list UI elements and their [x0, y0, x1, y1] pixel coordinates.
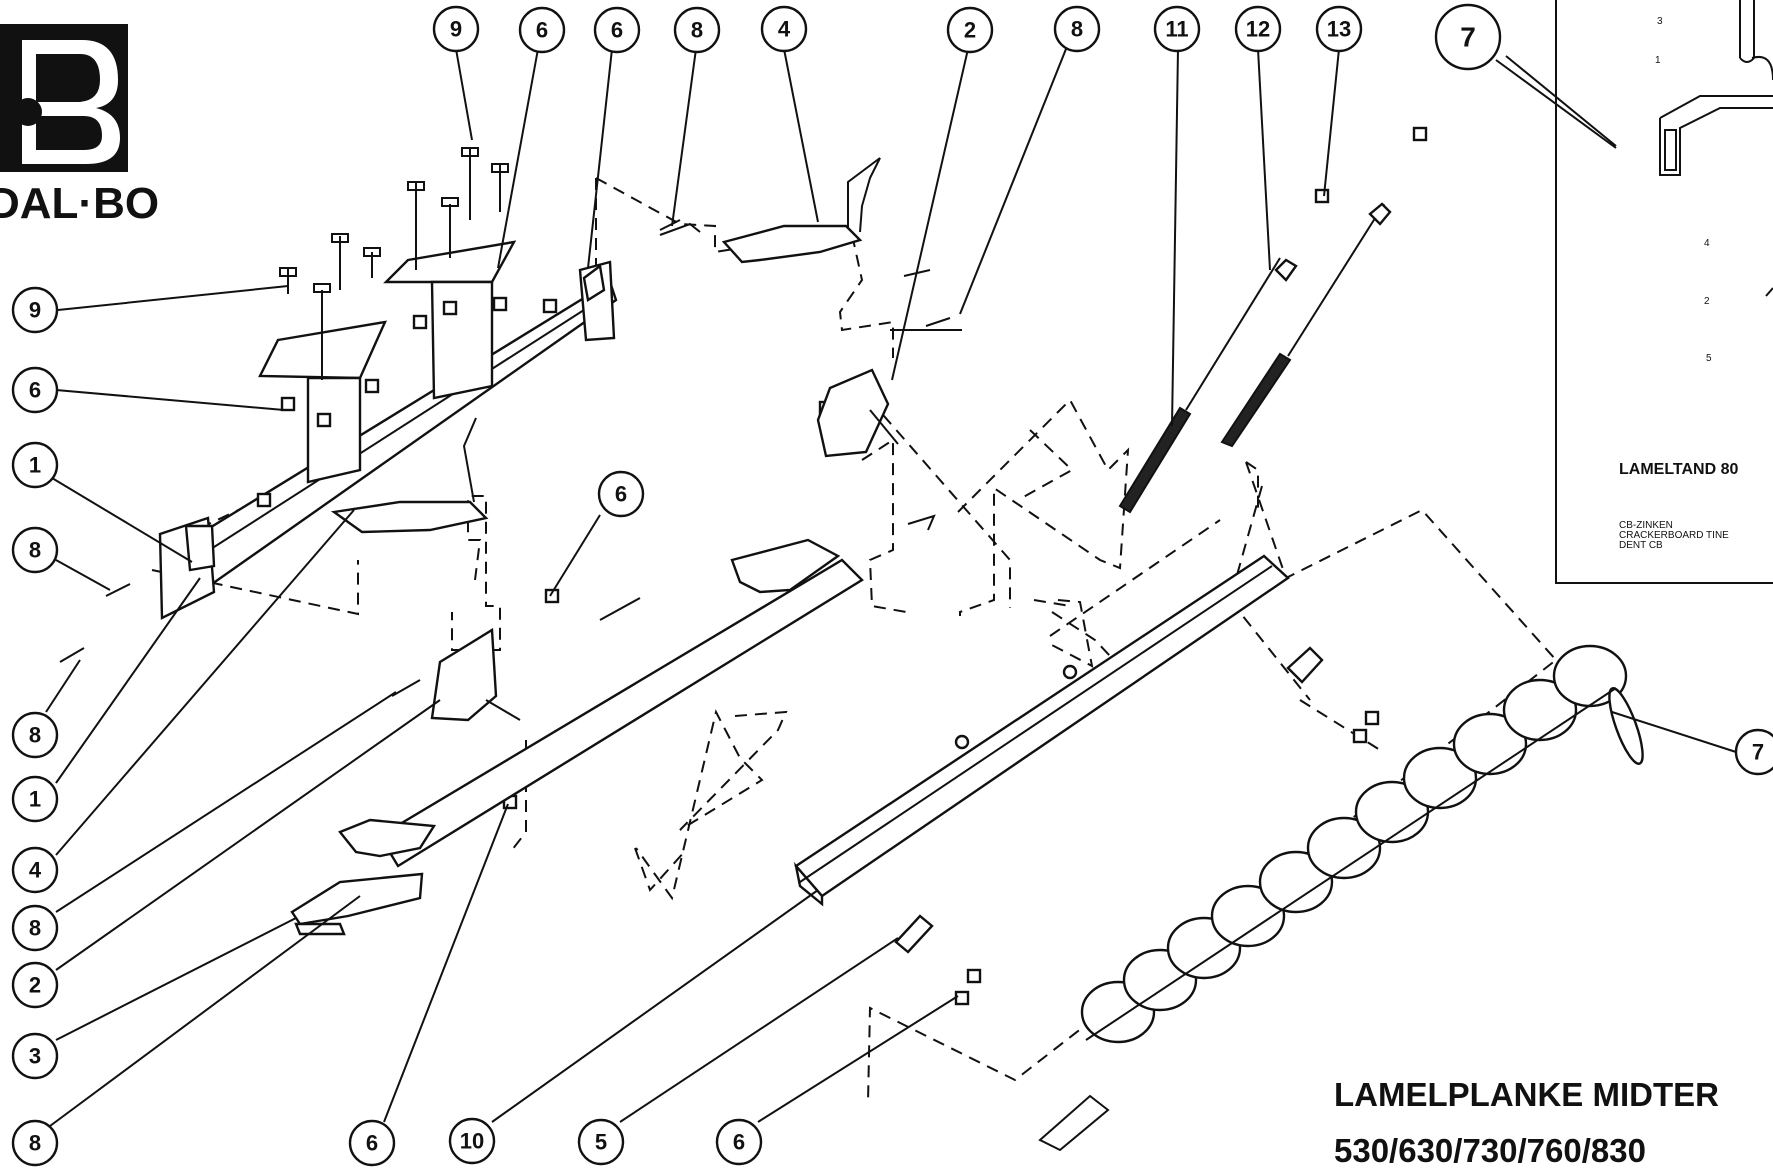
- svg-text:1: 1: [29, 453, 41, 478]
- part-balloon: 2: [946, 6, 994, 54]
- part-balloon: 10: [448, 1117, 496, 1165]
- svg-text:12: 12: [1246, 17, 1270, 42]
- svg-text:1: 1: [29, 787, 41, 812]
- part-balloon: 6: [597, 470, 645, 518]
- beam-end-plates: [894, 646, 1324, 954]
- center-square-beam: [793, 554, 1290, 907]
- svg-text:4: 4: [778, 17, 791, 42]
- svg-text:6: 6: [29, 378, 41, 403]
- svg-text:11: 11: [1165, 17, 1188, 42]
- inset-number: 1: [1655, 55, 1661, 66]
- svg-text:6: 6: [733, 1130, 745, 1155]
- part-balloon: 9: [432, 5, 480, 53]
- model-numbers: 530/630/730/760/830: [1334, 1132, 1646, 1168]
- svg-text:8: 8: [29, 916, 41, 941]
- part-balloon: 6: [593, 6, 641, 54]
- part-balloon: 8: [11, 711, 59, 759]
- part-balloon: 6: [518, 6, 566, 54]
- part-balloon: 12: [1234, 5, 1282, 53]
- part-balloon: 7: [1734, 728, 1773, 776]
- upper-frame-beam: [188, 280, 618, 586]
- mounting-plates: [258, 240, 517, 484]
- part-balloon: 2: [11, 961, 59, 1009]
- lameltand-inset: 3 1 4 2 5 LAMELTAND 80 CB-ZINKEN CRACKER…: [1555, 0, 1773, 584]
- svg-text:6: 6: [536, 18, 548, 43]
- part-balloon: 8: [673, 6, 721, 54]
- svg-text:5: 5: [595, 1130, 607, 1155]
- svg-text:10: 10: [460, 1129, 484, 1154]
- part-balloon: 4: [760, 5, 808, 53]
- svg-text:7: 7: [1460, 22, 1476, 53]
- svg-text:7: 7: [1752, 740, 1764, 765]
- right-top-bracket: [578, 260, 616, 342]
- part-balloon: 8: [11, 526, 59, 574]
- svg-text:2: 2: [29, 973, 41, 998]
- svg-text:2: 2: [964, 18, 976, 43]
- svg-text:6: 6: [366, 1131, 378, 1156]
- part-balloon: 1: [11, 775, 59, 823]
- part-balloon: 8: [11, 904, 59, 952]
- svg-text:9: 9: [450, 17, 462, 42]
- logo-text: DAL·BO: [0, 179, 159, 228]
- part-balloon: 5: [577, 1118, 625, 1166]
- svg-text:8: 8: [1071, 17, 1083, 42]
- mid-brackets: [430, 368, 899, 722]
- svg-text:6: 6: [611, 18, 623, 43]
- part-balloon: 4: [11, 846, 59, 894]
- inset-caption-line: DENT CB: [1619, 540, 1663, 551]
- part-balloon: 9: [11, 286, 59, 334]
- springs: [1118, 202, 1392, 514]
- part-balloon: 6: [348, 1119, 396, 1167]
- lower-long-beam: [338, 538, 864, 868]
- part-balloon: 13: [1315, 5, 1363, 53]
- inset-title: LAMELTAND 80: [1619, 461, 1739, 478]
- inset-caption-line: CRACKERBOARD TINE: [1619, 530, 1729, 541]
- diagram-title: LAMELPLANKE MIDTER: [1334, 1076, 1719, 1113]
- svg-text:8: 8: [29, 538, 41, 563]
- part-balloon: 1: [11, 441, 59, 489]
- svg-text:4: 4: [29, 858, 42, 883]
- inset-caption-line: CB-ZINKEN: [1619, 520, 1673, 531]
- dalbo-logo: DAL·BO: [0, 24, 159, 228]
- roller-assembly: [1038, 644, 1644, 1152]
- part-balloon: 3: [11, 1032, 59, 1080]
- svg-text:3: 3: [29, 1044, 41, 1069]
- svg-text:8: 8: [29, 723, 41, 748]
- crank-handles: [330, 157, 881, 534]
- part-balloon: 11: [1153, 5, 1201, 53]
- svg-text:6: 6: [615, 482, 627, 507]
- nuts-group: [256, 126, 1428, 1006]
- part-balloon: 6: [715, 1118, 763, 1166]
- leader-lines: [45, 48, 1737, 1127]
- left-bracket: [158, 516, 216, 620]
- svg-text:8: 8: [691, 18, 703, 43]
- svg-text:8: 8: [29, 1131, 41, 1156]
- inset-number: 2: [1704, 296, 1710, 307]
- inset-number: 4: [1704, 238, 1710, 249]
- assembly-dashed-lines: [151, 177, 1558, 1103]
- bolts-group: [59, 147, 962, 697]
- part-balloon: 6: [11, 366, 59, 414]
- part-balloon: 8: [1053, 5, 1101, 53]
- part-balloon: 7: [1434, 3, 1502, 71]
- lower-left-frame: [290, 872, 424, 936]
- inset-number: 3: [1657, 16, 1663, 27]
- svg-text:13: 13: [1327, 17, 1351, 42]
- svg-text:9: 9: [29, 298, 41, 323]
- part-balloon: 8: [11, 1119, 59, 1167]
- inset-number: 5: [1706, 353, 1712, 364]
